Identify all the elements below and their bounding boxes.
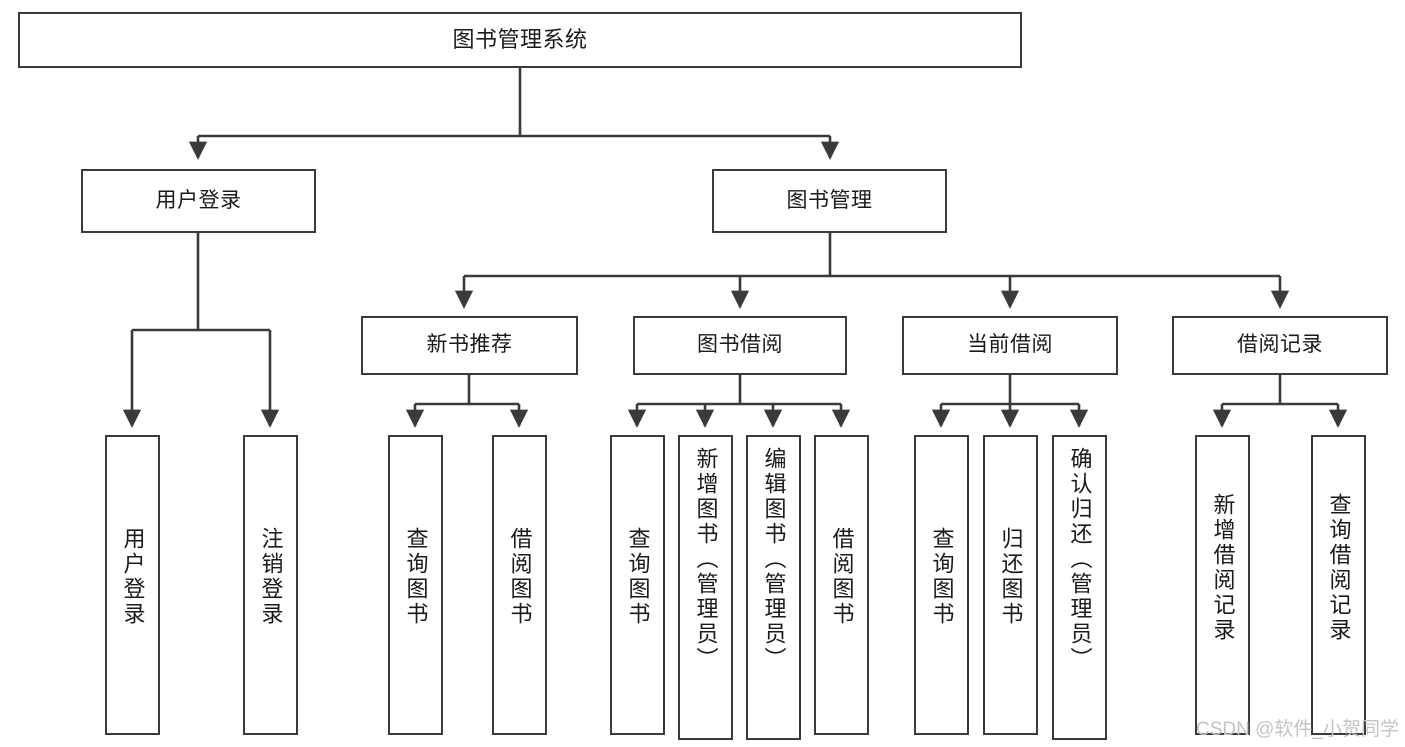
node-label: 查询借阅记录	[1326, 493, 1352, 643]
node-borrow-record[interactable]: 借阅记录	[1172, 316, 1388, 375]
node-label: 查询图书	[929, 527, 955, 627]
node-label: 查询图书	[625, 527, 651, 627]
leaf-borrow-book-recommend[interactable]: 借阅图书	[492, 435, 547, 735]
leaf-borrow-book[interactable]: 借阅图书	[814, 435, 869, 735]
node-label: 图书管理系统	[452, 27, 588, 53]
node-label: 当前借阅	[967, 333, 1053, 357]
node-label: 新增图书（管理员）	[693, 447, 719, 672]
node-book-manage[interactable]: 图书管理	[712, 169, 947, 233]
node-new-book-recommend[interactable]: 新书推荐	[361, 316, 578, 375]
node-label: 归还图书	[998, 527, 1024, 627]
node-label: 编辑图书（管理员）	[761, 447, 787, 672]
leaf-query-book-borrow[interactable]: 查询图书	[610, 435, 665, 735]
node-label: 用户登录	[120, 527, 146, 627]
node-user-login[interactable]: 用户登录	[81, 169, 316, 233]
node-label: 查询图书	[403, 527, 429, 627]
node-label: 注销登录	[258, 527, 284, 627]
leaf-query-book-current[interactable]: 查询图书	[914, 435, 969, 735]
node-label: 图书管理	[786, 188, 873, 212]
node-book-management-system[interactable]: 图书管理系统	[18, 12, 1022, 68]
csdn-watermark: CSDN @软件_小贺同学	[1196, 719, 1399, 740]
node-label: 借阅图书	[507, 527, 533, 627]
leaf-return-book[interactable]: 归还图书	[983, 435, 1038, 735]
node-book-borrow[interactable]: 图书借阅	[633, 316, 847, 375]
node-label: 借阅图书	[829, 527, 855, 627]
node-label: 新书推荐	[426, 333, 513, 357]
node-current-borrow[interactable]: 当前借阅	[902, 316, 1118, 375]
leaf-query-book-recommend[interactable]: 查询图书	[388, 435, 443, 735]
leaf-edit-book-admin[interactable]: 编辑图书（管理员）	[746, 435, 801, 740]
node-label: 确认归还（管理员）	[1067, 447, 1093, 672]
node-label: 借阅记录	[1237, 333, 1323, 357]
leaf-user-logout[interactable]: 注销登录	[243, 435, 298, 735]
leaf-add-borrow-record[interactable]: 新增借阅记录	[1195, 435, 1250, 735]
node-label: 图书借阅	[697, 333, 783, 357]
leaf-confirm-return-admin[interactable]: 确认归还（管理员）	[1052, 435, 1107, 740]
node-label: 新增借阅记录	[1210, 493, 1236, 643]
node-label: 用户登录	[155, 188, 242, 212]
leaf-user-login[interactable]: 用户登录	[105, 435, 160, 735]
leaf-query-borrow-record[interactable]: 查询借阅记录	[1311, 435, 1366, 735]
leaf-add-book-admin[interactable]: 新增图书（管理员）	[678, 435, 733, 740]
